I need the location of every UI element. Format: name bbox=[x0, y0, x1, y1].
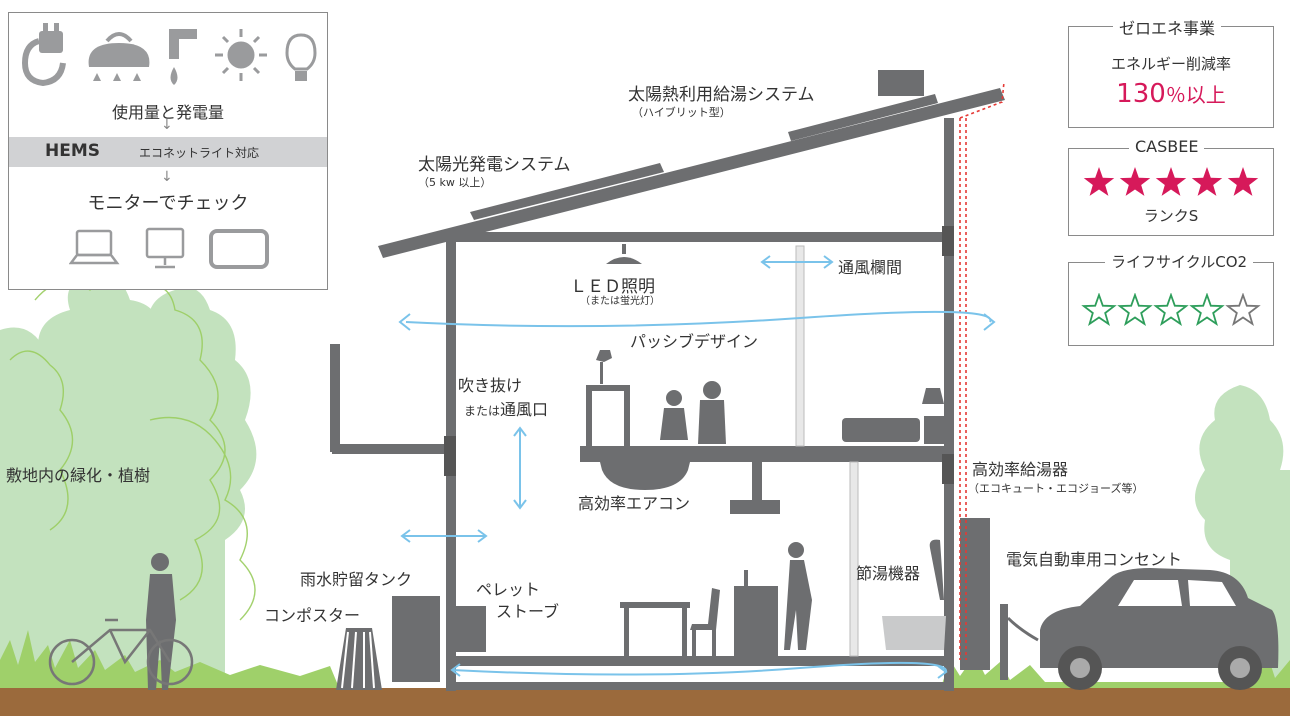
zeroene-value-row: 130％以上 bbox=[1069, 79, 1273, 109]
composter-label: コンポスター bbox=[264, 606, 361, 625]
star-filled-icon bbox=[1155, 167, 1187, 196]
star-filled-icon bbox=[1081, 293, 1117, 327]
atrium-sublabel: または通風口 bbox=[464, 396, 548, 420]
water-heater-unit bbox=[960, 518, 990, 670]
water-heater-sublabel: （エコキュート・エコジョーズ等） bbox=[968, 482, 1144, 495]
trees-left bbox=[0, 274, 257, 700]
zeroene-subtitle: エネルギー削減率 bbox=[1110, 55, 1231, 73]
zeroene-panel: ゼロエネ事業 エネルギー削減率 130％以上 bbox=[1068, 15, 1274, 128]
kettle-icon bbox=[88, 32, 150, 81]
led-lamp bbox=[606, 257, 642, 264]
plug-icon bbox=[21, 23, 66, 87]
atrium-sub-vent: 通風口 bbox=[500, 400, 549, 419]
aircon-label: 高効率エアコン bbox=[578, 494, 691, 513]
hems-bar: HEMS エコネットライト対応 bbox=[9, 137, 327, 167]
pellet-stove bbox=[456, 606, 486, 652]
greening-label: 敷地内の緑化・植樹 bbox=[6, 466, 151, 485]
solar-thermal-tank bbox=[878, 70, 924, 96]
water-saving-label: 節湯機器 bbox=[856, 564, 921, 583]
rain-tank bbox=[392, 596, 440, 682]
appliance-icons bbox=[21, 23, 317, 87]
bicycle bbox=[48, 618, 194, 686]
device-icons bbox=[69, 227, 269, 269]
star-filled-icon bbox=[1117, 293, 1153, 327]
tablet-icon bbox=[209, 229, 269, 269]
ground-floor bbox=[446, 656, 954, 666]
pellet-label-2: ストーブ bbox=[496, 602, 560, 621]
grass bbox=[0, 630, 340, 690]
arrow-down-icon: ↓ bbox=[161, 169, 173, 185]
hems-note: エコネットライト対応 bbox=[139, 146, 260, 160]
casbee-panel: CASBEE ランクS bbox=[1068, 137, 1274, 236]
solar-thermal-label: 太陽熱利用給湯システム bbox=[628, 85, 815, 105]
star-empty-icon bbox=[1225, 293, 1261, 327]
eave-left bbox=[332, 444, 446, 454]
arrow-down-icon: ↓ bbox=[161, 117, 173, 133]
transom-airflow bbox=[760, 255, 834, 269]
outer-wall-right bbox=[944, 118, 954, 691]
monitor-label: モニターでチェック bbox=[87, 193, 249, 214]
ground bbox=[0, 688, 1290, 716]
usage-label: 使用量と発電量 bbox=[111, 103, 224, 122]
zeroene-value: 130 bbox=[1116, 79, 1166, 109]
hems-panel: 使用量と発電量 ↓ HEMS エコネットライト対応 ↓ モニターでチェック bbox=[8, 12, 328, 290]
ceiling-beam bbox=[446, 232, 954, 242]
star-filled-icon bbox=[1227, 167, 1259, 196]
faucet-icon bbox=[169, 29, 197, 85]
pellet-label: ペレット bbox=[476, 580, 541, 599]
ev-outlet-label: 電気自動車用コンセント bbox=[1006, 550, 1183, 569]
casbee-stars bbox=[1083, 167, 1259, 196]
led-label: ＬＥＤ照明 bbox=[570, 277, 655, 297]
desktop-monitor-icon bbox=[145, 227, 185, 269]
solar-pv-sublabel: （5 kw 以上） bbox=[418, 176, 492, 189]
lifecycle-stars bbox=[1081, 293, 1261, 327]
lifecycle-title: ライフサイクルCO2 bbox=[1105, 251, 1254, 272]
solar-pv-label: 太陽光発電システム bbox=[418, 155, 571, 175]
star-filled-icon bbox=[1189, 293, 1225, 327]
lifecycle-panel: ライフサイクルCO2 bbox=[1068, 251, 1274, 346]
solar-thermal-panel bbox=[788, 94, 938, 141]
lightbulb-icon bbox=[285, 33, 317, 81]
zeroene-unit: ％以上 bbox=[1165, 83, 1226, 107]
star-filled-icon bbox=[1119, 167, 1151, 196]
rain-tank-label: 雨水貯留タンク bbox=[300, 570, 413, 589]
passive-design-label: パッシブデザイン bbox=[630, 332, 759, 351]
bathtub bbox=[882, 616, 946, 650]
atrium-sub-or: または bbox=[464, 404, 501, 418]
zeroene-title: ゼロエネ事業 bbox=[1113, 15, 1222, 39]
laptop-icon bbox=[69, 229, 120, 265]
window-airflow bbox=[400, 529, 488, 543]
star-filled-icon bbox=[1083, 167, 1115, 196]
star-filled-icon bbox=[1153, 293, 1189, 327]
atrium-airflow bbox=[513, 426, 527, 510]
casbee-rank: ランクS bbox=[1143, 207, 1199, 225]
transom-label: 通風欄間 bbox=[838, 258, 903, 277]
water-heater-label: 高効率給湯器 bbox=[972, 460, 1069, 479]
solar-thermal-sublabel: （ハイブリット型） bbox=[632, 106, 731, 119]
solar-pv-panel bbox=[470, 163, 664, 220]
roof bbox=[378, 88, 1005, 258]
electric-car bbox=[1006, 568, 1279, 690]
aircon-unit bbox=[600, 462, 690, 490]
floor-airflow bbox=[451, 661, 947, 676]
atrium-label: 吹き抜け bbox=[458, 376, 523, 395]
led-sublabel: （または蛍光灯） bbox=[580, 296, 660, 307]
hems-name: HEMS bbox=[45, 141, 101, 161]
sun-icon bbox=[215, 29, 267, 81]
second-floor bbox=[580, 446, 954, 456]
casbee-title: CASBEE bbox=[1129, 137, 1205, 156]
passive-airflow bbox=[405, 310, 992, 328]
exhaust-line bbox=[959, 81, 1005, 660]
star-filled-icon bbox=[1191, 167, 1223, 196]
